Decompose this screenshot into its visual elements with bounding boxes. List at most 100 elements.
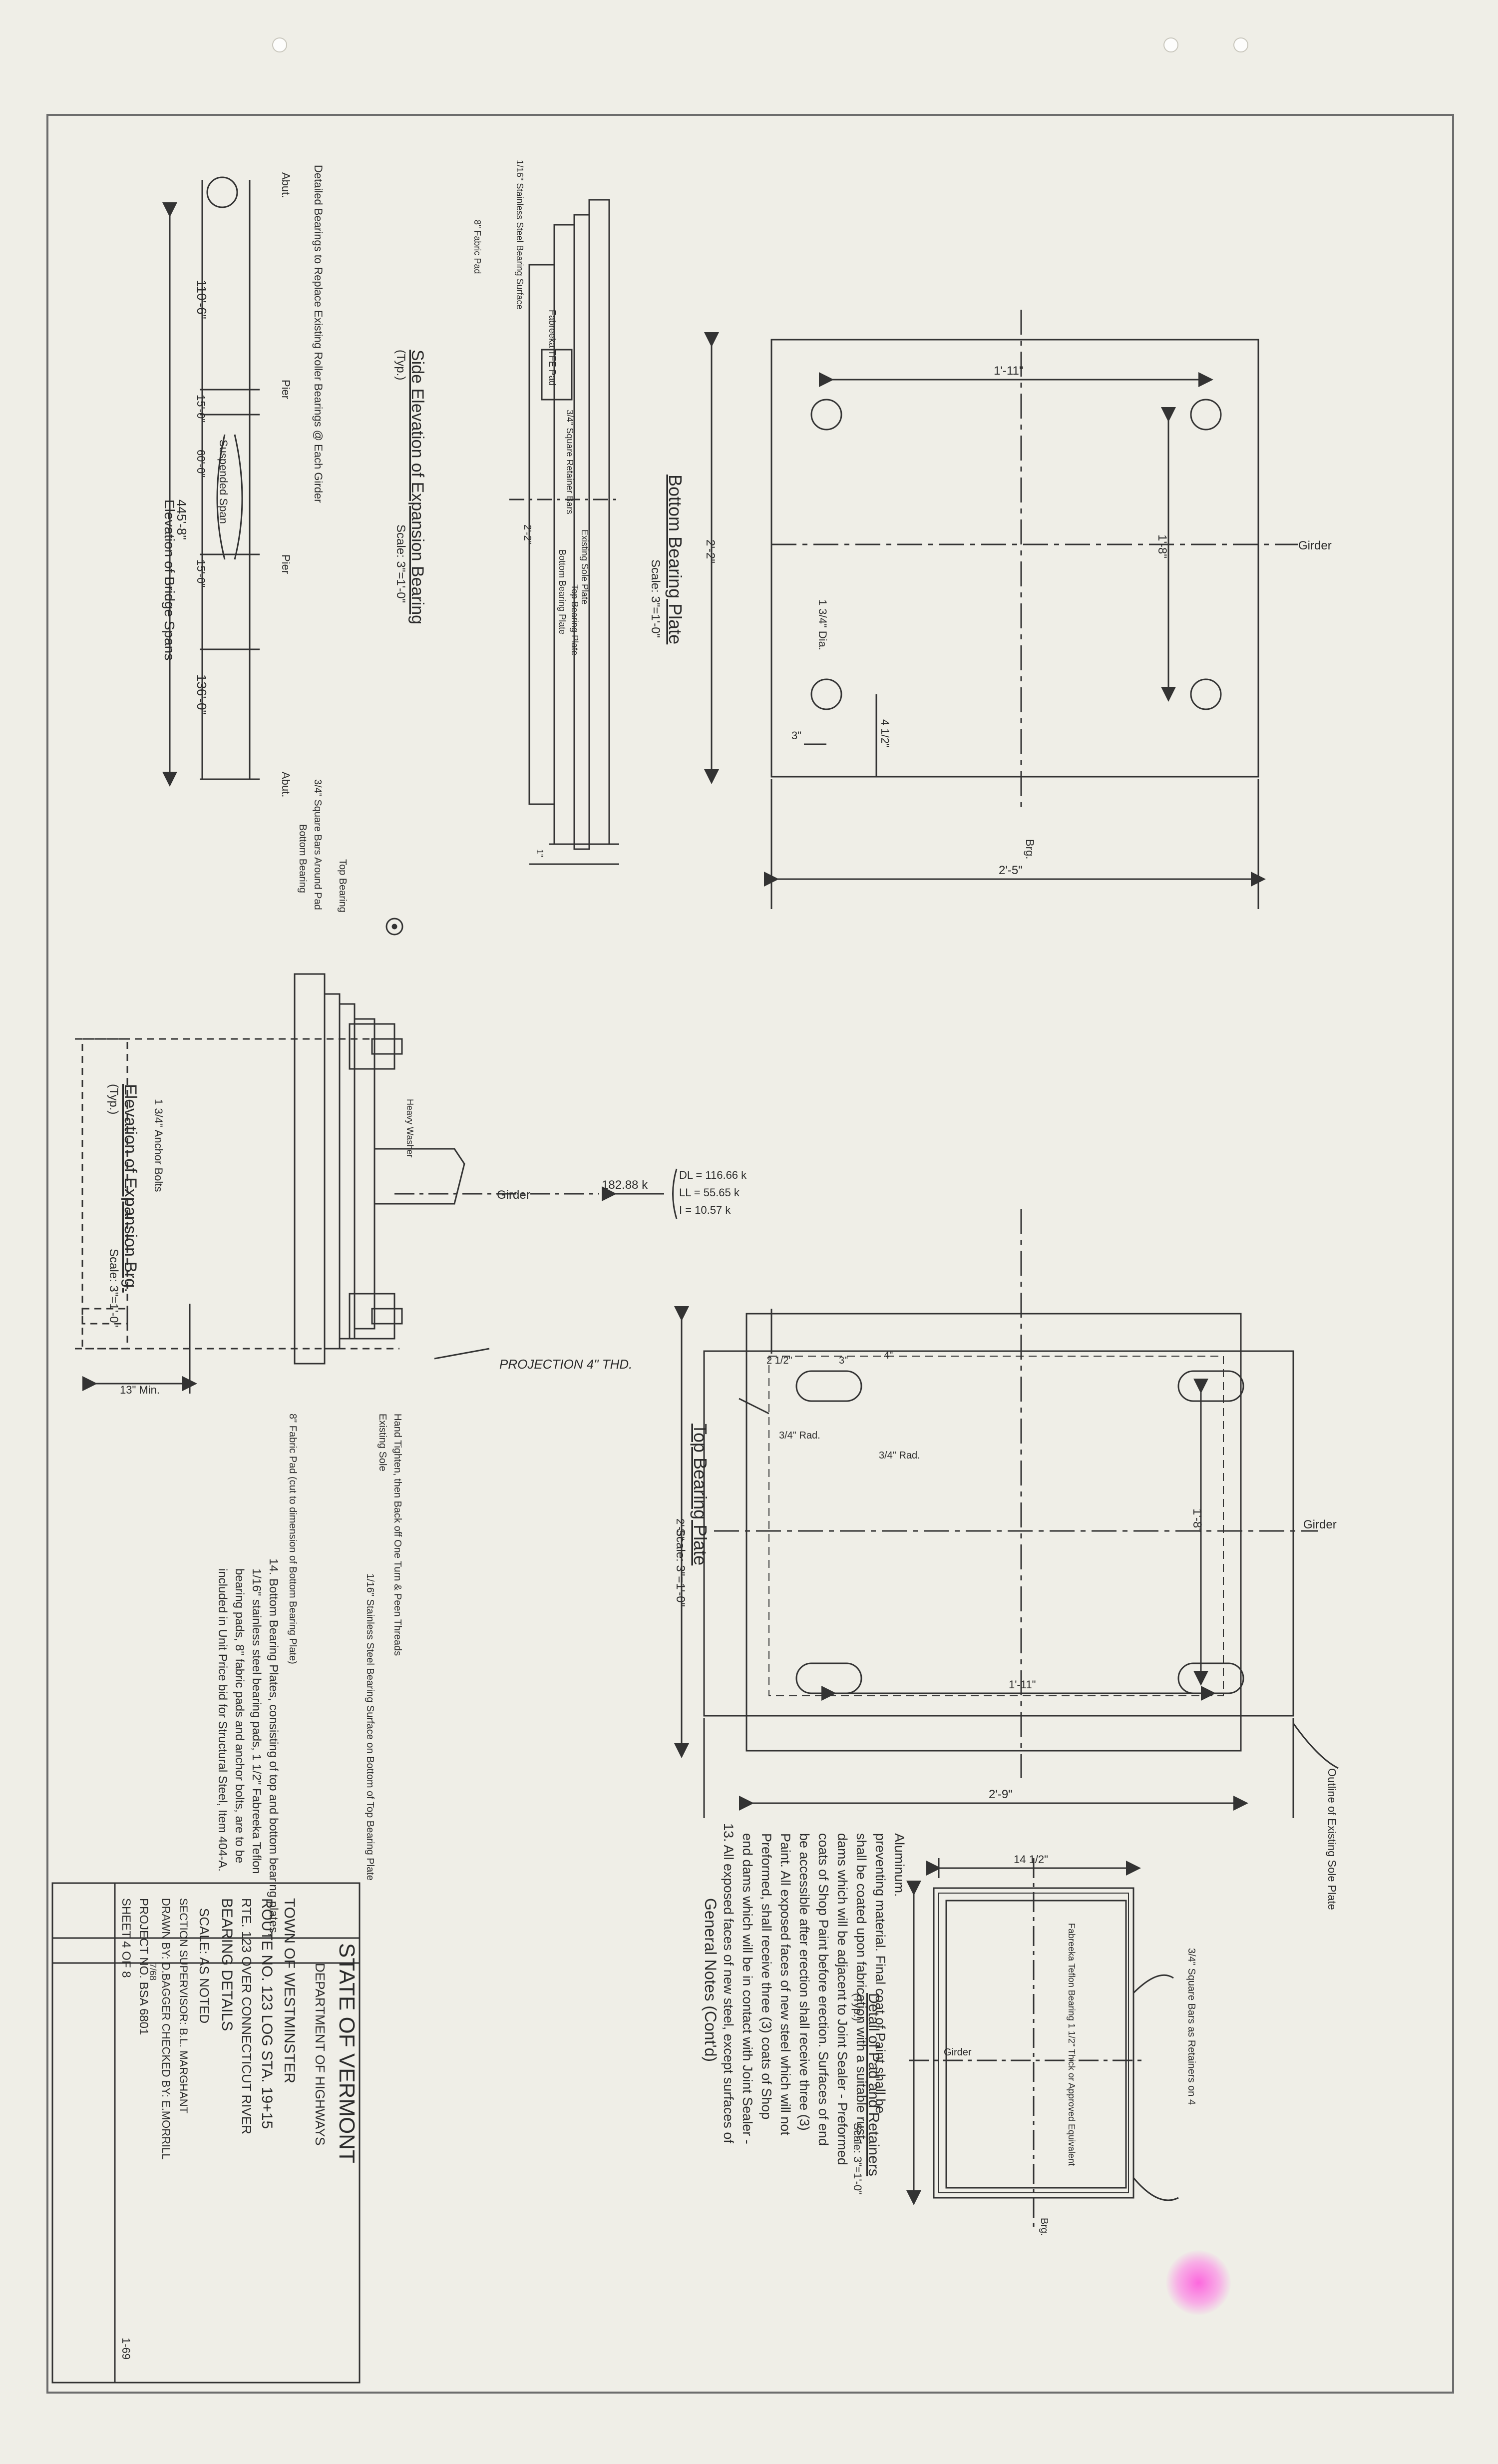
punch-hole [1163,37,1178,52]
title-state: STATE OF VERMONT [335,1943,359,2163]
expansion-elev-load: DL = 116.66 k [679,1169,747,1181]
side-elevation-label: Bottom Bearing Plate [557,549,567,634]
bridge-spans-pier: Pier [280,554,292,574]
bottom-plate-dim: 4 1/2" [879,719,891,748]
side-elevation-bearing [509,199,619,865]
title-scale: SCALE: AS NOTED [197,1908,212,2023]
bridge-spans-pier: Pier [280,380,292,399]
bridge-spans-dim: 15'-0" [195,395,207,423]
expansion-elev-load: LL = 55.65 k [679,1186,740,1199]
top-bearing-plate-view [674,1209,1339,1818]
general-notes-line: Aluminum. [892,1833,907,1897]
side-elevation-label: Fabreeka TFE Pad [547,310,557,386]
bottom-plate-dim: 2'-2" [704,539,717,563]
bridge-spans-abut: Abut. [280,172,292,198]
top-plate-dim: 4" [884,1350,893,1361]
bottom-plate-dim: 1'-8" [1155,534,1169,558]
expansion-elev-title: Elevation of Expansion Brg. [121,1084,140,1293]
title-date: 7/68 [148,1963,158,1980]
expansion-elev-label: Bottom Bearing [297,824,308,893]
general-notes-title: General Notes (Cont'd) [702,1898,720,2062]
bridge-spans-dim: 110'-6" [194,280,209,319]
bottom-plate-brg: Brg. [1024,839,1036,859]
bridge-spans-dim: 15'-0" [195,559,207,587]
top-plate-girder: Girder [1303,1518,1337,1531]
top-plate-dim: 2 1/2" [766,1355,792,1366]
note-14-line: 1/16" stainless steel bearing pads, 1 1/… [250,1568,263,1874]
title-sheet-title: BEARING DETAILS [219,1898,235,2031]
title-drawn-checked: DRAWN BY: D.BAGGER CHECKED BY: E.MORRILL [160,1898,172,2160]
title-block-frame [51,1882,361,2384]
expansion-elev-scale: Scale: 3"=1'-0" [107,1249,120,1327]
expansion-elev-label: Top Bearing [337,859,348,913]
side-elevation-label: 1" [535,849,545,857]
title-supervisor: SECTION SUPERVISOR: B.L. MARGHANT [177,1898,190,2113]
expansion-elev-label: PROJECTION 4" THD. [499,1357,632,1372]
bridge-spans-title: Elevation of Bridge Spans [162,499,177,660]
general-notes: General Notes (Cont'd) 13. All exposed f… [702,1823,907,2165]
top-plate-dim: 2'-5" [674,1518,687,1540]
expansion-elev-label: Heavy Washer [405,1099,415,1157]
expansion-elev-label: 13" Min. [120,1384,160,1396]
side-elevation-label: 3/4" Square Retainer Bars [565,410,575,514]
side-elevation-title: Side Elevation of Expansion Bearing [408,350,427,624]
expansion-elev-typ: (Typ.) [107,1084,120,1114]
general-notes-line: shall be coated upon fabrication with a … [854,1833,869,2143]
top-plate-dim: 1'-11" [1009,1678,1036,1691]
punch-hole [1233,37,1248,52]
general-notes-line: coats of Shop Paint before erection. Sur… [816,1833,831,2146]
note-14: 14. Bottom Bearing Plates, consisting of… [216,1558,280,1936]
title-date2: 1-69 [120,2338,132,2360]
expansion-bearing-elevation [75,918,678,1394]
side-elevation-typ: (Typ.) [394,350,407,380]
bottom-plate-dim: 2'-5" [999,864,1023,877]
highlighter-mark [1166,2250,1231,2315]
expansion-elev-label: 1 3/4" Anchor Bolts [152,1099,165,1192]
pad-retainers-scale: Scale: 3"=1'-0" [851,2123,864,2195]
note-14-line: bearing pads, 8" fabric pads and anchor … [233,1568,246,1863]
general-notes-line: be accessible after erection shall recei… [797,1833,812,2131]
top-plate-dim: 3/4" Rad. [879,1450,920,1461]
top-plate-outline-label: Outline of Existing Sole Plate [1326,1768,1338,1910]
title-block-text: STATE OF VERMONT DEPARTMENT OF HIGHWAYS … [119,1898,359,2360]
misc-note: Existing Sole [377,1414,388,1472]
bottom-plate-dim: 3" [791,729,801,742]
side-elevation-label: Top Bearing Plate [570,584,580,655]
title-town: TOWN OF WESTMINSTER [281,1898,298,2083]
side-elevation-label: 8" Fabric Pad [472,220,482,274]
side-elevation-scale: Scale: 3"=1'-0" [394,524,407,603]
title-route: ROUTE NO. 123 LOG STA. 19+15 [259,1898,275,2129]
misc-note: 1/16" Stainless Steel Bearing Surface on… [365,1573,375,1881]
pad-retainers-label: Fabreeka Teflon Bearing 1 1/2" Thick or … [1067,1923,1077,2166]
general-notes-line: Paint. All exposed faces of new steel wh… [778,1833,793,2135]
pad-retainers-label: Brg. [1039,2218,1050,2236]
pad-retainers-typ: (Typ.) [851,1993,864,2021]
bottom-plate-girder: Girder [1298,539,1332,552]
top-plate-title: Top Bearing Plate [690,1424,711,1565]
title-bridge: RTE. 123 OVER CONNECTICUT RIVER [239,1898,254,2134]
general-notes-line: dams which will be adjacent to Joint Sea… [835,1833,850,2165]
title-sheet: SHEET 4 OF 8 [119,1898,133,1978]
bottom-plate-dim: 1'-11" [994,364,1023,378]
pad-retainers-label: Girder [944,2047,972,2058]
side-elevation-label: 1/16" Stainless Steel Bearing Surface [515,160,525,310]
expansion-elev-label: Girder [497,1188,530,1202]
note-14-line: included in Unit Price bid for Structura… [216,1568,229,1872]
title-department: DEPARTMENT OF HIGHWAYS [313,1963,328,2145]
pad-retainers-label: 14 1/2" [1014,1853,1048,1866]
bottom-plate-scale: Scale: 3"=1'-0" [649,559,662,638]
pad-retainers-view [906,1858,1179,2228]
general-notes-line: preventing material. Final coat of Paint… [873,1833,888,2113]
sheet-border [46,114,1454,2394]
side-elevation-label: 2'-2" [522,524,533,544]
expansion-elev-load: 182.88 k [602,1178,648,1192]
bridge-spans-note: Detailed Bearings to Replace Existing Ro… [312,165,325,503]
top-plate-dim: 3" [839,1355,848,1366]
bridge-spans-suspended: Suspended Span [217,440,230,524]
pad-retainers-title: Detail of Pad and Retainers [865,1993,882,2176]
expansion-elev-label: 3/4" Square Bars Around Pad [312,779,323,910]
general-notes-line: Preformed, shall receive three (3) coats… [759,1833,774,2119]
bridge-spans-dim: 60'-0" [195,450,207,478]
